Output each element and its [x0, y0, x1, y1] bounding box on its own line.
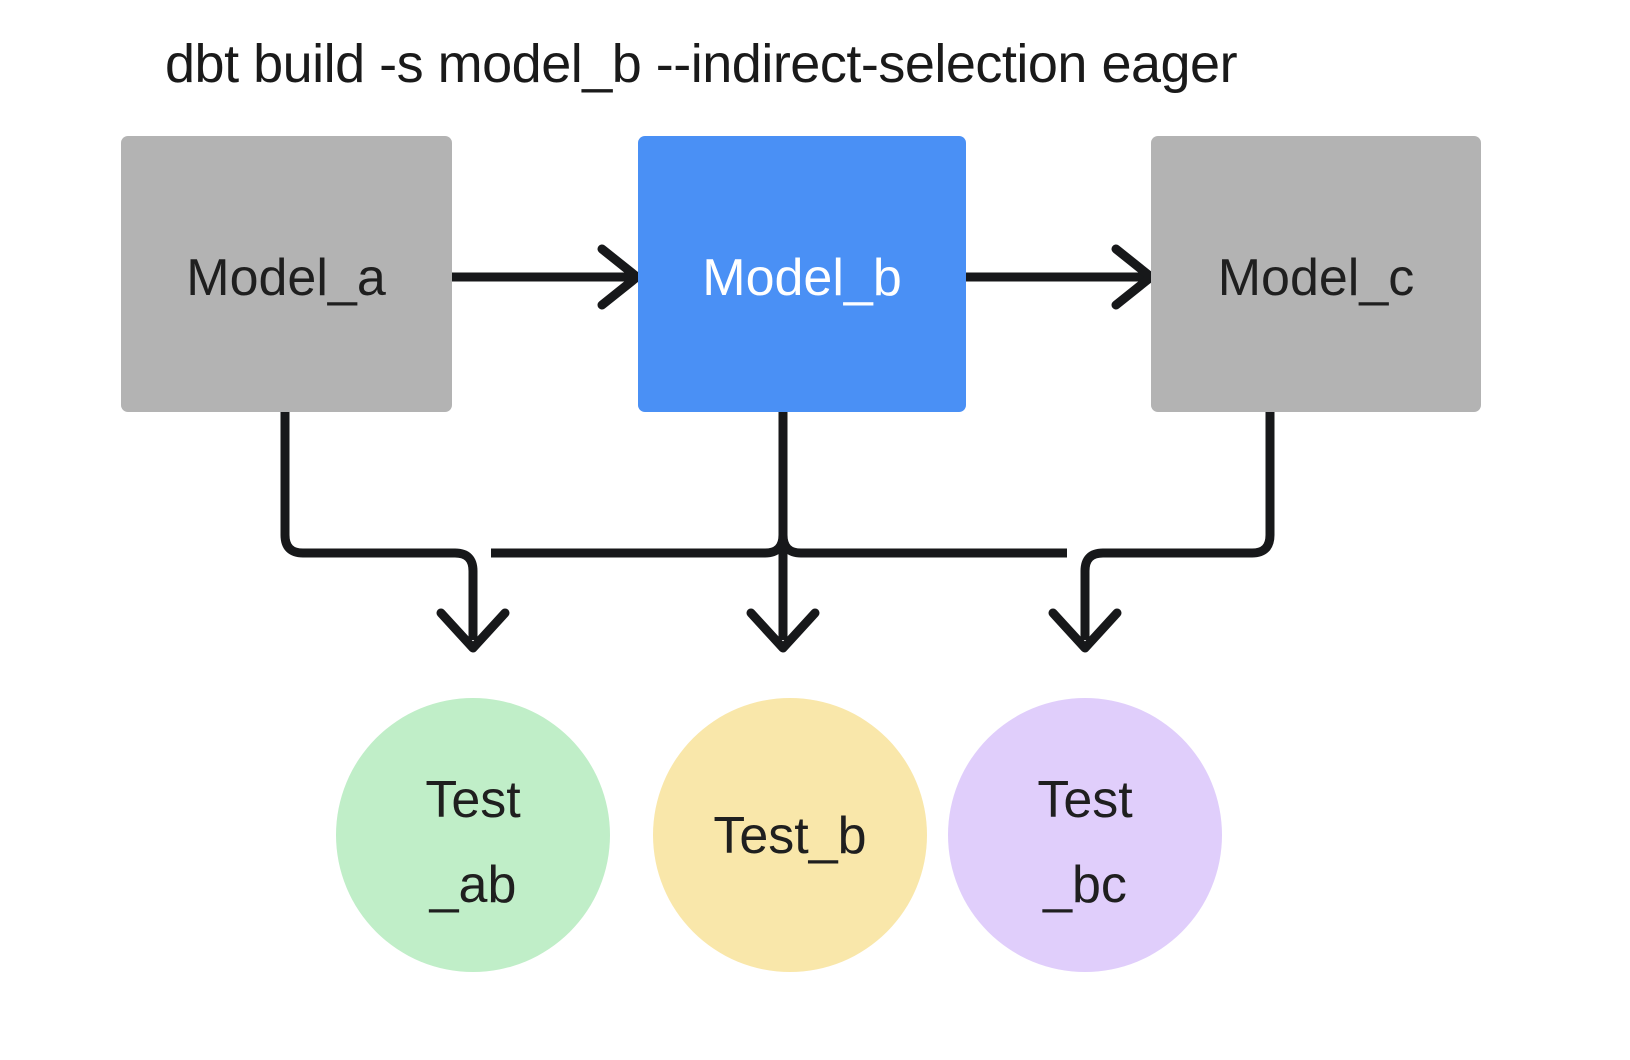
model-a-label: Model_a — [186, 249, 386, 307]
edge-model-a-to-test-ab — [280, 412, 510, 653]
node-model-c[interactable]: Model_c — [1151, 136, 1481, 412]
page-title: dbt build -s model_b --indirect-selectio… — [165, 34, 1238, 94]
model-b-label: Model_b — [702, 249, 901, 307]
node-model-a[interactable]: Model_a — [121, 136, 452, 412]
test-bc-label-line1: Test — [1037, 771, 1133, 829]
edge-model-b-to-test-bc — [778, 534, 1067, 558]
model-a-shape[interactable] — [121, 136, 452, 412]
test-b-label-line1: Test_b — [713, 807, 866, 865]
model-b-shape[interactable] — [638, 136, 966, 412]
test-ab-label-line2: _ab — [429, 856, 517, 914]
model-c-shape[interactable] — [1151, 136, 1481, 412]
edge-model-c-to-test-bc — [1048, 412, 1275, 653]
edge-model-a-to-model-b — [452, 244, 642, 310]
test-bc-shape[interactable] — [948, 698, 1222, 972]
edge-model-b-to-test-ab — [491, 534, 788, 558]
edge-model-b-to-test-b — [746, 412, 820, 653]
test-bc-label-line2: _bc — [1042, 856, 1127, 914]
test-ab-label-line1: Test — [425, 771, 521, 829]
test-b-shape[interactable] — [653, 698, 927, 972]
node-test-b[interactable]: Test_b — [653, 698, 927, 972]
edge-model-b-to-model-c — [966, 244, 1156, 310]
test-ab-shape[interactable] — [336, 698, 610, 972]
node-model-b[interactable]: Model_b — [638, 136, 966, 412]
node-test-ab[interactable]: Test _ab — [336, 698, 610, 972]
model-c-label: Model_c — [1218, 249, 1415, 307]
node-test-bc[interactable]: Test _bc — [948, 698, 1222, 972]
